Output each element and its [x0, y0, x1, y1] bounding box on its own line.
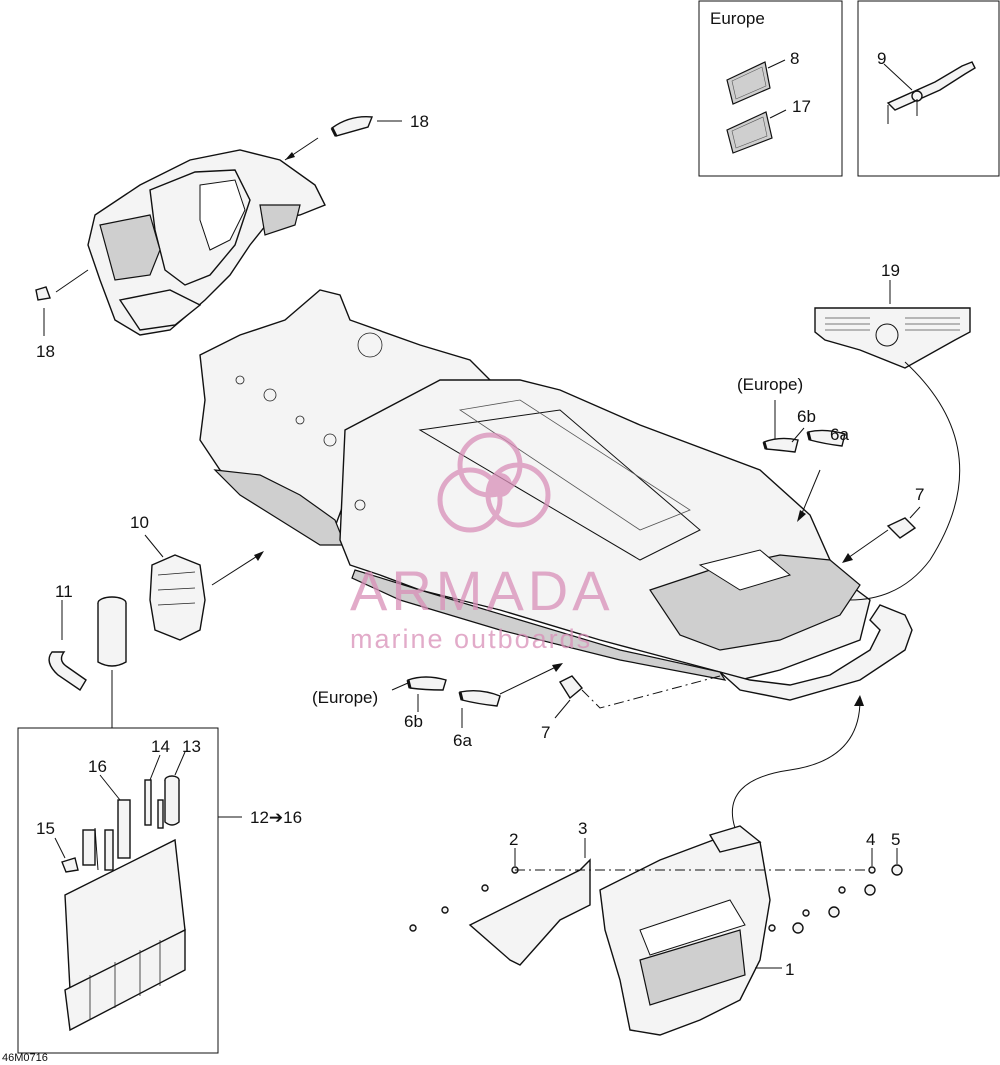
reflector-6a-left	[458, 689, 501, 707]
bag-part-10	[144, 534, 264, 641]
cap-part-5	[792, 848, 903, 934]
callout-5: 5	[891, 830, 900, 849]
washer-part-4	[768, 848, 876, 932]
tube-case	[97, 596, 127, 728]
reflector-part-17	[726, 109, 787, 154]
bracket-part-3	[468, 838, 591, 966]
diagram-code: 46M0716	[2, 1052, 48, 1064]
callout-17: 17	[792, 97, 811, 116]
callout-9: 9	[877, 49, 886, 68]
reflector-6a-right	[806, 429, 846, 447]
tool-screwdriver	[82, 827, 114, 871]
callout-2: 2	[509, 830, 518, 849]
callout-1: 1	[785, 960, 794, 979]
reflector-7-left	[558, 675, 583, 700]
decal-part-19	[814, 280, 971, 601]
callout-3: 3	[578, 819, 587, 838]
reflector-7-right	[886, 517, 917, 539]
console-trim-part-18-left	[35, 269, 89, 336]
callout-7-right: 7	[915, 485, 924, 504]
europe-label-right: (Europe)	[737, 375, 803, 394]
nose-part-1	[599, 695, 864, 1036]
callout-14: 14	[151, 737, 170, 756]
tool-15	[54, 837, 79, 873]
europe-inset: Europe 8 17	[698, 0, 843, 177]
callout-18-left: 18	[36, 342, 55, 361]
watermark-tagline: marine outboards	[350, 624, 592, 654]
strap-part-11	[48, 600, 87, 691]
reflector-part-8	[726, 59, 786, 105]
watermark-logo	[437, 432, 551, 533]
callout-6b-right: 6b	[797, 407, 816, 426]
bracket-inset: 9	[857, 0, 1000, 177]
reflector-6b-right	[762, 437, 799, 453]
callout-7-left: 7	[541, 723, 550, 742]
tool-13	[164, 751, 186, 826]
europe-label-left: (Europe)	[312, 688, 378, 707]
callout-13: 13	[182, 737, 201, 756]
callout-19: 19	[881, 261, 900, 280]
reflector-6b-left	[406, 676, 447, 691]
callout-16: 16	[88, 757, 107, 776]
europe-inset-title: Europe	[710, 9, 765, 28]
callout-4: 4	[866, 830, 875, 849]
callout-6a-right: 6a	[830, 425, 849, 444]
tool-kit-box	[17, 727, 242, 1054]
callout-8: 8	[790, 49, 799, 68]
callout-6a-left: 6a	[453, 731, 472, 750]
callout-10: 10	[130, 513, 149, 532]
callout-12-16: 12➔16	[250, 808, 302, 827]
bracket-part-9	[883, 61, 976, 124]
callout-6b-left: 6b	[404, 712, 423, 731]
console-trim-part-18-top	[284, 116, 402, 161]
tool-16	[99, 774, 131, 859]
main-frame	[199, 289, 913, 701]
watermark-brand: ARMADA	[350, 559, 614, 622]
callout-18-top: 18	[410, 112, 429, 131]
watermark: ARMADA marine outboards	[350, 432, 614, 654]
tool-14	[144, 754, 164, 829]
tool-bag	[64, 838, 186, 1032]
upper-console	[87, 149, 326, 336]
callout-15: 15	[36, 819, 55, 838]
callout-11: 11	[55, 582, 73, 601]
